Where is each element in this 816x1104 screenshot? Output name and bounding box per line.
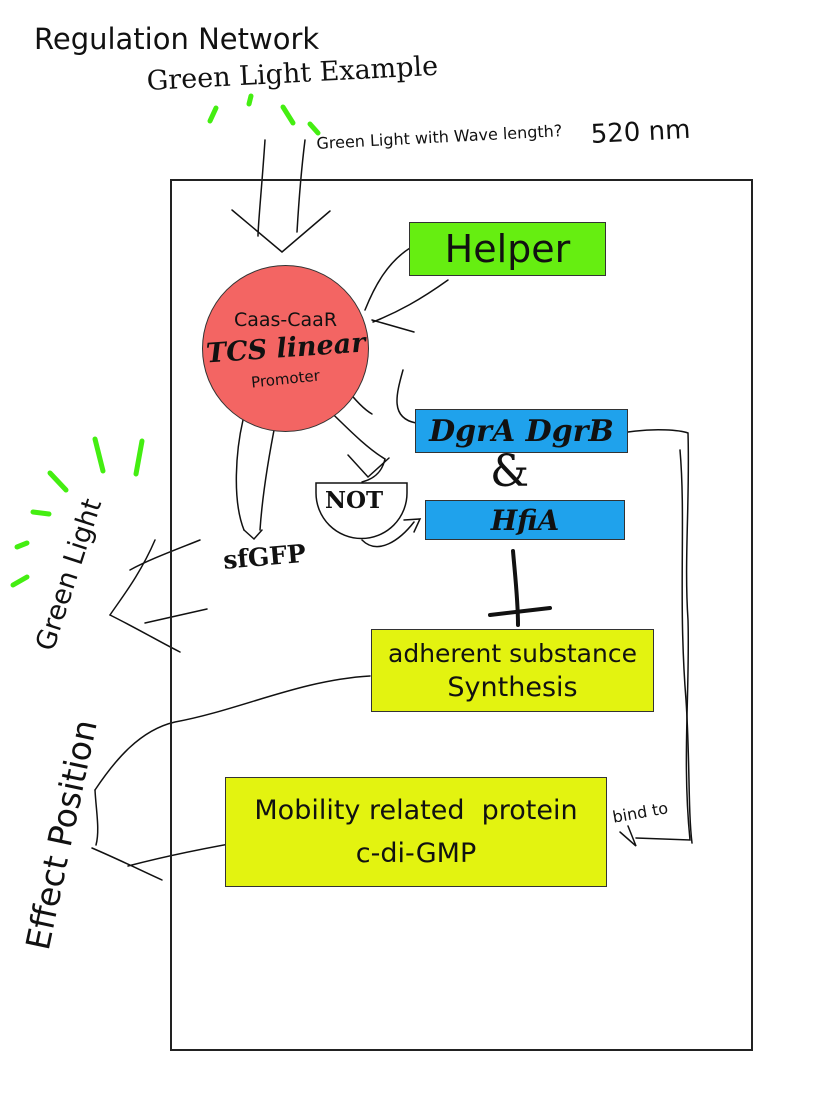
adherent-box: adherent substance Synthesis — [371, 629, 654, 712]
mobility-line1: Mobility related protein — [254, 795, 578, 826]
promoter-bottom-label: Promoter — [250, 366, 321, 392]
cell-frame — [170, 179, 753, 1051]
promoter-main-label: TCS linear — [204, 327, 367, 370]
promoter-circle: Caas-CaaR TCS linear Promoter — [202, 265, 369, 432]
mobility-box: Mobility related protein c-di-GMP — [225, 777, 607, 887]
page-title: Regulation Network — [34, 22, 320, 56]
hfia-box: HfiA — [425, 500, 625, 540]
ampersand: & — [490, 446, 530, 497]
adherent-line2: Synthesis — [447, 671, 578, 703]
helper-box: Helper — [409, 222, 606, 276]
mobility-line2: c-di-GMP — [355, 838, 477, 869]
wavelength-value: 520 nm — [590, 114, 692, 150]
promoter-top-label: Caas-CaaR — [233, 309, 338, 331]
adherent-line1: adherent substance — [388, 638, 637, 668]
green-light-rays-top — [207, 93, 321, 136]
green-light-rays-left — [10, 436, 145, 588]
not-gate-label: NOT — [325, 487, 384, 514]
dgr-box: DgrA DgrB — [415, 409, 628, 453]
not-gate-shape — [315, 482, 408, 540]
